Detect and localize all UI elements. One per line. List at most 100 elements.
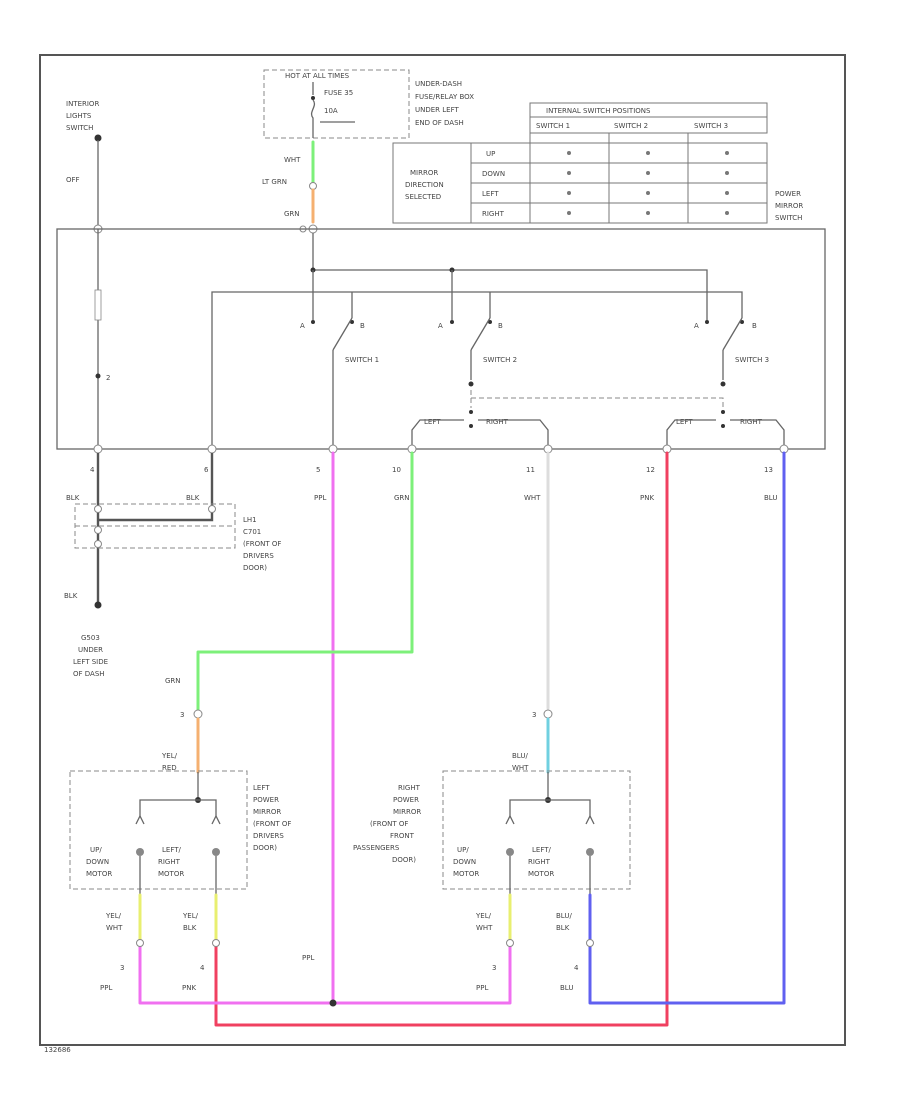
yel-wht-l-1: YEL/ bbox=[105, 912, 122, 920]
pin-wht: WHT bbox=[284, 156, 301, 164]
table-cell-mark-1-2 bbox=[725, 171, 729, 175]
power-mirror-label-1: POWER bbox=[775, 190, 801, 198]
left-leftright-motor bbox=[212, 848, 220, 856]
table-row-down: DOWN bbox=[482, 170, 505, 178]
selector1-left: LEFT bbox=[424, 418, 441, 426]
pin-6: 6 bbox=[204, 466, 209, 474]
table-cell-mark-3-2 bbox=[725, 211, 729, 215]
blk-label-1: BLK bbox=[66, 494, 80, 502]
fuse-box-label-1: UNDER-DASH bbox=[415, 80, 462, 88]
table-cell-mark-1-1 bbox=[646, 171, 650, 175]
pin-ltgrn: LT GRN bbox=[262, 178, 287, 186]
left-ud-2: DOWN bbox=[86, 858, 109, 866]
pnk-wire bbox=[214, 451, 669, 1027]
right-lr-3: MOTOR bbox=[528, 870, 554, 878]
switch-pins bbox=[93, 444, 789, 454]
pnk-label: PNK bbox=[640, 494, 654, 502]
fuse-box-label-2: FUSE/RELAY BOX bbox=[415, 93, 474, 101]
switch3-blade bbox=[722, 317, 743, 351]
yel-red-label-2: RED bbox=[162, 764, 177, 772]
left-mirror-label-5: DRIVERS bbox=[253, 832, 284, 840]
right-ud-2: DOWN bbox=[453, 858, 476, 866]
pin-4: 4 bbox=[90, 466, 95, 474]
fuse-amps: 10A bbox=[324, 107, 338, 115]
pnk-bl-label: PNK bbox=[182, 984, 196, 992]
table-col-2: SWITCH 2 bbox=[614, 122, 648, 130]
left-mirror-label-6: DOOR) bbox=[253, 844, 277, 852]
right-updown-motor bbox=[506, 848, 514, 856]
left-mirror-label-2: POWER bbox=[253, 796, 279, 804]
yel-blk-l-2: BLK bbox=[183, 924, 197, 932]
grn-wire bbox=[196, 451, 414, 712]
table-cell-mark-2-2 bbox=[725, 191, 729, 195]
pin-bl1: 3 bbox=[120, 964, 124, 972]
table-cell-mark-3-1 bbox=[646, 211, 650, 215]
blu-label: BLU bbox=[764, 494, 777, 502]
grn-label: GRN bbox=[394, 494, 410, 502]
connector-label-3: (FRONT OF bbox=[243, 540, 281, 548]
hot-label: HOT AT ALL TIMES bbox=[285, 72, 350, 80]
table-cell-mark-1-0 bbox=[567, 171, 571, 175]
left-lr-1: LEFT/ bbox=[162, 846, 182, 854]
ground-label-2: UNDER bbox=[78, 646, 103, 654]
switch3-b: B bbox=[752, 322, 757, 330]
fuse-box-label-4: END OF DASH bbox=[415, 119, 464, 127]
grn-mid-label: GRN bbox=[165, 677, 181, 685]
blu-wire bbox=[588, 451, 786, 1005]
switch2-b: B bbox=[498, 322, 503, 330]
yel-wht-r-1: YEL/ bbox=[475, 912, 492, 920]
switch1-a: A bbox=[300, 322, 305, 330]
left-lr-2: RIGHT bbox=[158, 858, 181, 866]
right-leftright-motor bbox=[586, 848, 594, 856]
connector-label-4: DRIVERS bbox=[243, 552, 274, 560]
switch1-label: SWITCH 1 bbox=[345, 356, 379, 364]
connector-label-5: DOOR) bbox=[243, 564, 267, 572]
table-row-up: UP bbox=[486, 150, 495, 158]
blu-blk-r-2: BLK bbox=[556, 924, 570, 932]
fuse-symbol bbox=[310, 82, 316, 138]
power-mirror-switch-box bbox=[56, 228, 826, 450]
blu-br-label: BLU bbox=[560, 984, 573, 992]
blk-wire-joint bbox=[98, 453, 214, 522]
pin-grn: GRN bbox=[284, 210, 300, 218]
table-row-left: LEFT bbox=[482, 190, 499, 198]
pin-10: 10 bbox=[392, 466, 401, 474]
power-mirror-label-2: MIRROR bbox=[775, 202, 803, 210]
table-col-1: SWITCH 1 bbox=[536, 122, 570, 130]
ground-label-4: OF DASH bbox=[73, 670, 105, 678]
pin-12: 12 bbox=[646, 466, 655, 474]
right-lr-2: RIGHT bbox=[528, 858, 551, 866]
fuse-box-label-3: UNDER LEFT bbox=[415, 106, 459, 114]
switch3-a: A bbox=[694, 322, 699, 330]
selector2-left: LEFT bbox=[676, 418, 693, 426]
switch3-label: SWITCH 3 bbox=[735, 356, 769, 364]
switch2-a: A bbox=[438, 322, 443, 330]
right-mirror-label-5: FRONT bbox=[390, 832, 415, 840]
ppl-bottom-wire bbox=[138, 943, 512, 1005]
switch2-blade bbox=[470, 317, 491, 351]
svg-text:2: 2 bbox=[106, 374, 110, 382]
pin-5: 5 bbox=[316, 466, 320, 474]
switch1-blade bbox=[332, 317, 353, 351]
table-cell-mark-3-0 bbox=[567, 211, 571, 215]
blu-wht-label-1: BLU/ bbox=[512, 752, 528, 760]
mirror-direction-label-2: DIRECTION bbox=[405, 181, 444, 189]
table-cell-mark-2-0 bbox=[567, 191, 571, 195]
table-cell-mark-0-2 bbox=[725, 151, 729, 155]
pin-bl2: 4 bbox=[200, 964, 205, 972]
right-lr-1: LEFT/ bbox=[532, 846, 552, 854]
right-mirror-label-3: MIRROR bbox=[393, 808, 421, 816]
fuse-label: FUSE 35 bbox=[324, 89, 353, 97]
mirror-direction-label-3: SELECTED bbox=[405, 193, 441, 201]
right-mirror-label-2: POWER bbox=[393, 796, 419, 804]
connector-label-2: C701 bbox=[243, 528, 261, 536]
table-cell-mark-0-1 bbox=[646, 151, 650, 155]
table-cell-mark-2-1 bbox=[646, 191, 650, 195]
blu-blk-r-1: BLU/ bbox=[556, 912, 572, 920]
interior-lights-switch-dot bbox=[94, 134, 102, 142]
left-mirror-label-4: (FRONT OF bbox=[253, 820, 291, 828]
ground-label-1: G503 bbox=[81, 634, 100, 642]
ppl-label: PPL bbox=[314, 494, 326, 502]
